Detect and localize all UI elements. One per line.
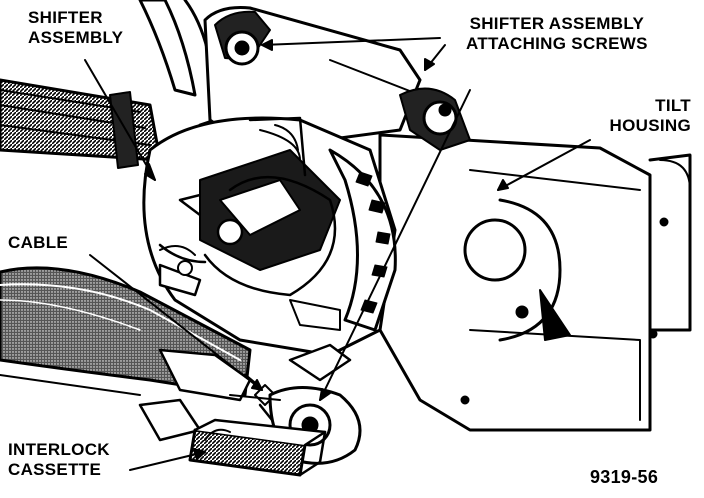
label-interlock-cassette-line1: INTERLOCK [8,440,110,459]
shifter-housing [142,116,397,357]
leader-tilt-housing [497,139,591,191]
label-tilt-housing-line2: HOUSING [609,116,691,135]
leader-interlock-cassette [129,451,206,471]
label-attaching-screws: SHIFTER ASSEMBLY ATTACHING SCREWS [466,14,648,54]
tilt-housing [378,133,692,432]
mounting-plate [203,6,471,152]
leader-cable [89,254,263,391]
arrowhead-interlock-cassette [193,448,206,460]
detent-gate [289,148,397,332]
figure-id: 9319-56 [590,467,659,487]
arrowhead-screw-top [261,39,273,51]
label-attaching-screws-line2: ATTACHING SCREWS [466,34,648,53]
steering-shaft [0,78,162,169]
label-interlock-cassette-line2: CASSETTE [8,460,102,479]
arrowhead-cable [251,379,263,391]
label-shifter-assembly-line1: SHIFTER [28,8,103,27]
arrowhead-tilt-housing [497,179,509,191]
leader-attaching-screw-lower [319,89,471,401]
label-attaching-screws-line1: SHIFTER ASSEMBLY [469,14,645,33]
leader-screw-top [261,37,441,46]
arrowhead-screw-right [424,58,435,71]
label-cable: CABLE [8,233,69,252]
label-shifter-assembly: SHIFTER ASSEMBLY [28,8,123,48]
leader-shifter-assembly [84,59,156,181]
leader-lines [84,37,591,471]
label-shifter-assembly-line2: ASSEMBLY [28,28,124,47]
label-interlock-cassette: INTERLOCK CASSETTE [8,440,110,480]
arrowhead-attaching-screw-lower [319,388,331,401]
label-tilt-housing-line1: TILT [655,96,691,115]
arrowhead-shifter-assembly [144,163,156,181]
interlock-cassette [138,398,327,477]
label-tilt-housing: TILT HOUSING [585,96,691,136]
